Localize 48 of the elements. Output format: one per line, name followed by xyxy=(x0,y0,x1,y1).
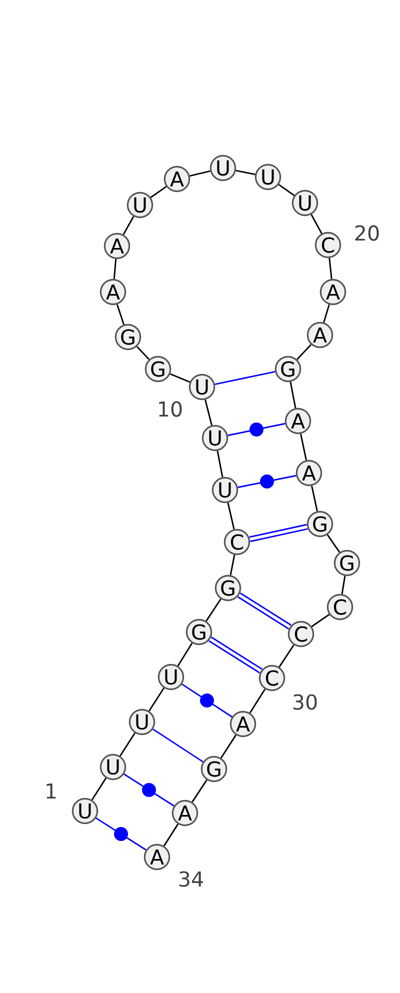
backbone-line xyxy=(230,554,236,576)
backbone-line xyxy=(290,382,296,408)
backbone-line xyxy=(311,614,330,628)
base-pair-line xyxy=(214,370,276,386)
backbone-line xyxy=(300,434,307,460)
backbone-line xyxy=(311,486,318,512)
position-number: 30 xyxy=(293,694,317,710)
backbone-line xyxy=(136,346,150,360)
backbone-line xyxy=(296,344,312,360)
backbone-line xyxy=(216,450,224,478)
backbone-line xyxy=(116,304,125,325)
position-number: 1 xyxy=(46,783,56,799)
backbone-line xyxy=(113,259,117,279)
position-number: 10 xyxy=(159,401,182,417)
double-base-pair-line xyxy=(238,592,292,630)
backbone-line xyxy=(278,184,295,196)
double-base-pair-line xyxy=(208,636,262,674)
backbone-line xyxy=(204,400,212,426)
backbone-line xyxy=(328,258,332,280)
backbone-line xyxy=(170,373,190,383)
base-pair-line xyxy=(124,773,174,807)
backbone-line xyxy=(91,778,107,800)
base-pair-line xyxy=(182,684,232,718)
backbone-line xyxy=(190,170,210,177)
backbone-line xyxy=(150,186,167,198)
backbone-line xyxy=(310,214,322,234)
double-base-pair-line xyxy=(249,524,308,542)
backbone-line xyxy=(120,732,136,756)
backbone-line xyxy=(341,576,346,594)
backbone-line xyxy=(249,688,266,714)
backbone-line xyxy=(177,642,193,666)
backbone-line xyxy=(227,502,235,530)
backbone-line xyxy=(192,780,208,802)
backbone-line xyxy=(148,688,164,712)
backbone-line xyxy=(122,216,134,235)
base-pair-line xyxy=(228,422,286,436)
backbone-line xyxy=(220,734,236,758)
backbone-line xyxy=(278,644,294,668)
backbone-line xyxy=(326,534,340,553)
base-pair-line xyxy=(238,474,296,488)
backbone-line xyxy=(163,824,179,846)
backbone-line xyxy=(323,304,330,323)
backbone-line xyxy=(206,598,222,622)
base-pair-line xyxy=(96,817,146,851)
backbone-line xyxy=(236,170,256,176)
position-number: 34 xyxy=(179,871,203,887)
position-number: 20 xyxy=(355,225,379,241)
base-pair-line xyxy=(152,728,204,762)
